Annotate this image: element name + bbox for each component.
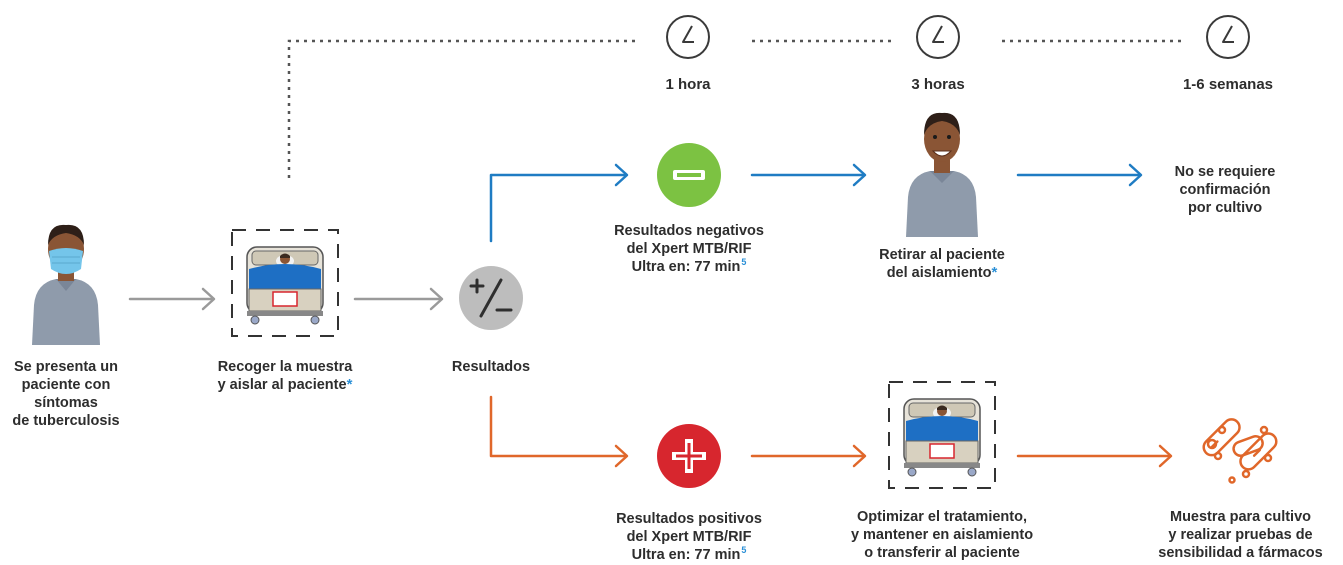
minus-icon (657, 143, 721, 207)
remove-isolation-label: Retirar al paciente del aislamiento* (852, 246, 1032, 282)
patient-label-line: Se presenta un (14, 359, 118, 375)
collect-label-text: y aislar al paciente (217, 377, 347, 393)
optimize-treatment-label: Optimizar el tratamiento, y mantener en … (832, 508, 1052, 562)
timeline-dotted-line (287, 39, 638, 178)
bacteria-icon (1202, 418, 1278, 484)
hospital-bed-icon (888, 381, 996, 489)
patient-label-line: de tuberculosis (12, 413, 120, 429)
positive-path (489, 395, 1173, 468)
positive-result-label: Resultados positivos del Xpert MTB/RIF U… (589, 510, 789, 565)
optimize-label-line: y mantener en aislamiento (850, 527, 1034, 543)
patient-label-line: síntomas (34, 395, 98, 411)
no-culture-line: por cultivo (1187, 200, 1263, 216)
timeline-label-1: 1 hora (665, 76, 711, 93)
footnote-mark: * (346, 376, 353, 393)
plus-minus-icon (459, 266, 523, 330)
negative-label-line: Resultados negativos (614, 223, 764, 239)
no-culture-line: No se requiere (1174, 164, 1276, 180)
optimize-label-line: o transferir al paciente (864, 545, 1020, 561)
patient-smiling-icon (906, 112, 978, 237)
collect-label-line: Recoger la muestra (217, 359, 353, 375)
patient-label-line: paciente con (21, 377, 111, 393)
remove-label-line: Retirar al paciente (879, 247, 1005, 263)
negative-result-label: Resultados negativos del Xpert MTB/RIF U… (589, 222, 789, 277)
plus-icon (657, 424, 721, 488)
culture-label: Muestra para cultivo y realizar pruebas … (1138, 508, 1343, 562)
positive-label-text: Ultra en: 77 min (631, 547, 741, 563)
clock-icon (916, 15, 960, 59)
collect-label: Recoger la muestra y aislar al paciente* (190, 358, 380, 394)
results-label: Resultados (451, 359, 531, 375)
negative-label-text: Ultra en: 77 min (631, 259, 741, 275)
hospital-bed-icon (231, 229, 339, 337)
footnote-ref: 5 (741, 545, 747, 555)
footnote-ref: 5 (741, 257, 747, 267)
negative-label-line: del Xpert MTB/RIF (626, 241, 752, 257)
optimize-label-line: Optimizar el tratamiento, (856, 509, 1027, 525)
positive-label-line: Ultra en: 77 min5 (589, 545, 789, 565)
clock-icon (1206, 15, 1250, 59)
no-culture-label: No se requiere confirmación por cultivo (1150, 163, 1300, 217)
culture-label-line: y realizar pruebas de (1168, 527, 1313, 543)
culture-label-line: sensibilidad a fármacos (1158, 545, 1323, 561)
arrow-patient-to-collect (128, 287, 216, 311)
positive-label-line: Resultados positivos (616, 511, 762, 527)
patient-masked-icon (32, 224, 100, 345)
culture-label-line: Muestra para cultivo (1169, 509, 1311, 525)
negative-path (489, 163, 1143, 243)
timeline-label-3: 1-6 semanas (1182, 76, 1274, 93)
arrow-collect-to-results (353, 287, 444, 311)
negative-label-line: Ultra en: 77 min5 (589, 257, 789, 277)
clock-icon (666, 15, 710, 59)
remove-label-line: del aislamiento* (852, 264, 1032, 282)
timeline-label-2: 3 horas (911, 76, 965, 93)
patient-label: Se presenta un paciente con síntomas de … (0, 358, 132, 430)
footnote-mark: * (991, 264, 998, 281)
collect-label-line: y aislar al paciente* (190, 376, 380, 394)
positive-label-line: del Xpert MTB/RIF (626, 529, 752, 545)
no-culture-line: confirmación (1179, 182, 1271, 198)
remove-label-text: del aislamiento (886, 265, 992, 281)
